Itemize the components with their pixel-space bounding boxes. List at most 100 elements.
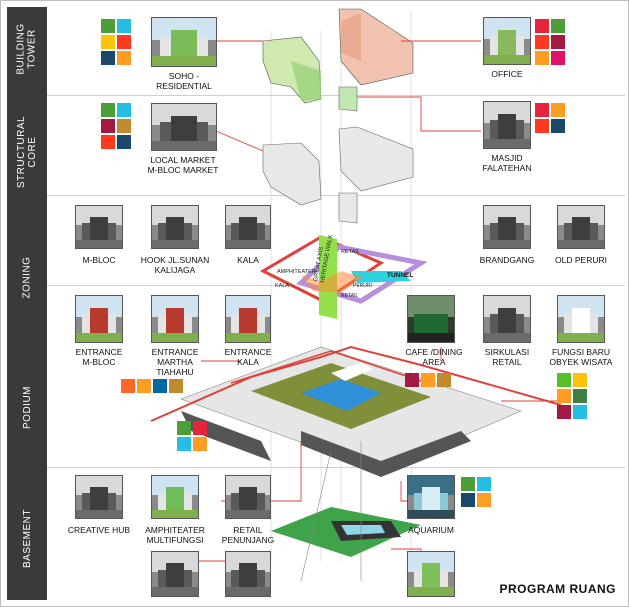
zoning-label-retail: RETAIL	[341, 249, 360, 255]
caption-masjid: MASJID FALATEHAN	[482, 153, 532, 173]
sdg-goal-icon	[121, 379, 135, 393]
section-divider	[47, 467, 625, 468]
sdg-goal-icon	[551, 51, 565, 65]
caption-office: OFFICE	[491, 69, 523, 79]
photo-aquarium	[407, 475, 455, 519]
caption-mbloc: M-BLOC	[82, 255, 116, 265]
caption-amphiteater: AMPHITEATER MULTIFUNGSI	[145, 525, 205, 545]
caption-aquarium: AQUARIUM	[408, 525, 454, 535]
sdg-goal-icon	[535, 51, 549, 65]
tower-soho	[262, 36, 322, 104]
photo-creative-hub	[75, 475, 123, 519]
sdg-goal-icon	[193, 421, 207, 435]
photo-sirkulasi	[483, 295, 531, 343]
sdg-goal-icon	[437, 373, 451, 387]
sdg-group-entrance	[121, 379, 183, 393]
sdg-goal-icon	[573, 405, 587, 419]
caption-fungsi: FUNGSI BARU OBYEK WISATA	[549, 347, 613, 367]
sdg-goal-icon	[177, 421, 191, 435]
sdg-goal-icon	[117, 51, 131, 65]
sdg-goal-icon	[101, 135, 115, 149]
sdg-goal-icon	[117, 35, 131, 49]
sdg-goal-icon	[557, 373, 571, 387]
caption-kala: KALA	[237, 255, 259, 265]
caption-old-peruri: OLD PERURI	[555, 255, 607, 265]
basement	[271, 441, 421, 582]
sdg-goal-icon	[169, 379, 183, 393]
photo-retail-penunjang	[225, 475, 271, 519]
sdg-group-masjid	[535, 103, 565, 133]
tower-office	[338, 8, 414, 86]
sdg-goal-icon	[573, 389, 587, 403]
sdg-goal-icon	[551, 19, 565, 33]
sdg-group-cafe	[405, 373, 451, 387]
photo-fungsi	[557, 295, 605, 343]
sdg-goal-icon	[535, 103, 549, 117]
photo-basement-lower-3	[407, 551, 455, 597]
photo-mbloc	[75, 205, 123, 249]
sdg-goal-icon	[557, 405, 571, 419]
photo-local-market	[151, 103, 217, 151]
sdg-goal-icon	[101, 103, 115, 117]
sdg-goal-icon	[117, 135, 131, 149]
photo-entrance-kala	[225, 295, 271, 343]
photo-amphiteater	[151, 475, 199, 519]
sdg-goal-icon	[117, 119, 131, 133]
diagram-title: PROGRAM RUANG	[499, 582, 616, 596]
caption-entrance-martha: ENTRANCE MARTHA TIAHAHU	[151, 347, 199, 377]
zoning-label-peruri: PERURI	[353, 283, 372, 289]
sdg-goal-icon	[101, 35, 115, 49]
sdg-goal-icon	[573, 373, 587, 387]
caption-local-market: LOCAL MARKET M-BLOC MARKET	[147, 155, 219, 175]
section-divider	[47, 195, 625, 196]
photo-basement-lower-2	[225, 551, 271, 597]
section-divider	[47, 95, 625, 96]
caption-retail-penunjang: RETAIL PENUNJANG	[221, 525, 275, 545]
sdg-group-aquarium	[461, 477, 491, 507]
sdg-group-soho	[101, 19, 131, 65]
sdg-goal-icon	[117, 103, 131, 117]
caption-hook: HOOK JL.SUNAN KALIJAGA	[140, 255, 210, 275]
caption-soho: SOHO - RESIDENTIAL	[156, 71, 212, 91]
sdg-goal-icon	[153, 379, 167, 393]
photo-hook	[151, 205, 199, 249]
sdg-goal-icon	[421, 373, 435, 387]
zoning-label-kala: KALA	[275, 283, 290, 289]
sdg-goal-icon	[101, 19, 115, 33]
sdg-goal-icon	[461, 477, 475, 491]
sdg-goal-icon	[137, 379, 151, 393]
sdg-goal-icon	[101, 51, 115, 65]
photo-soho	[151, 17, 217, 67]
sdg-group-fungsi	[557, 373, 587, 419]
sdg-group-podium	[177, 421, 207, 451]
caption-brandgang: BRANDGANG	[479, 255, 535, 265]
caption-cafe: CAFE /DINING AREA	[405, 347, 463, 367]
sdg-goal-icon	[551, 35, 565, 49]
caption-entrance-kala: ENTRANCE KALA	[224, 347, 272, 367]
photo-old-peruri	[557, 205, 605, 249]
structural-core	[262, 86, 414, 224]
sdg-goal-icon	[477, 493, 491, 507]
photo-kala	[225, 205, 271, 249]
sdg-goal-icon	[551, 119, 565, 133]
caption-entrance-mbloc: ENTRANCE M-BLOC	[75, 347, 123, 367]
zoning-label-tunnel: TUNNEL	[387, 272, 414, 279]
sdg-goal-icon	[477, 477, 491, 491]
photo-basement-lower-1	[151, 551, 199, 597]
sdg-goal-icon	[117, 19, 131, 33]
photo-masjid	[483, 101, 531, 149]
photo-office	[483, 17, 531, 65]
zoning-diagram	[259, 235, 428, 319]
podium-site	[150, 345, 562, 477]
zoning-label-retail-2: RETAIL	[341, 293, 359, 299]
sdg-goal-icon	[551, 103, 565, 117]
sdg-goal-icon	[177, 437, 191, 451]
sdg-group-market	[101, 103, 131, 149]
sdg-goal-icon	[193, 437, 207, 451]
sdg-goal-icon	[535, 35, 549, 49]
sdg-goal-icon	[461, 493, 475, 507]
sdg-group-office	[535, 19, 565, 65]
caption-sirkulasi: SIRKULASI RETAIL	[484, 347, 530, 367]
zoning-label-amphiteater: AMPHITEATER	[277, 269, 316, 275]
